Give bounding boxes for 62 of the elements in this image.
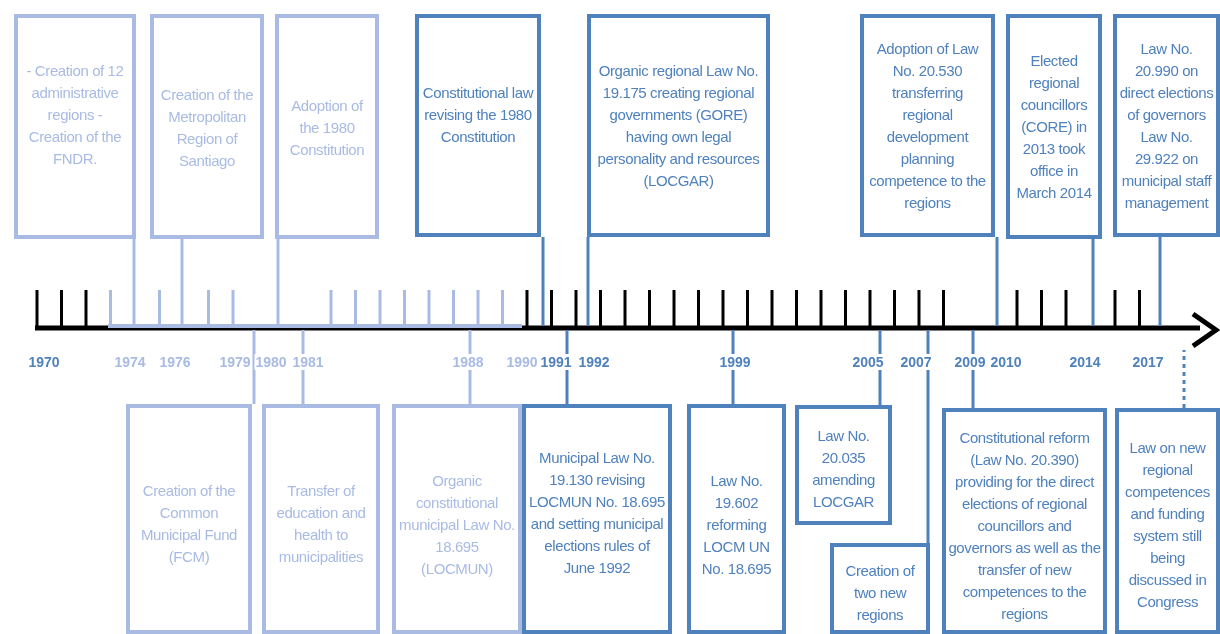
- year-label: 1974: [113, 354, 147, 370]
- year-label: 1992: [577, 354, 611, 370]
- year-label: 1970: [27, 354, 61, 370]
- event-text: Law No. 20.035 amending LOCGAR: [811, 426, 876, 512]
- event-box: [942, 408, 1107, 634]
- connector-line: [926, 330, 930, 543]
- event-box: [126, 404, 252, 634]
- event-text: Constitutional law revising the 1980 Constitution: [421, 83, 535, 147]
- event-text: Organic constitutional municipal Law No. 18.695 (LOCMUN): [398, 471, 516, 579]
- year-label: 2005: [851, 354, 885, 370]
- year-label: 1999: [718, 354, 752, 370]
- event-text: Transfer of education and health to municipalities: [275, 481, 367, 567]
- event-text: Law No. 19.602 reforming LOCM UN No. 18.695: [700, 471, 773, 579]
- event-box: [687, 404, 786, 634]
- event-box: [830, 543, 930, 634]
- year-label: 1991: [539, 354, 573, 370]
- event-box: [522, 404, 672, 634]
- year-label: 1990: [505, 354, 539, 370]
- connector-line: [252, 330, 256, 404]
- connector-line: [1182, 350, 1186, 408]
- event-text: Municipal Law No. 19.130 revising LOCMUN No. 18.695 and setting municipal elections rules of June 1992: [528, 448, 666, 578]
- connector-line: [995, 237, 999, 326]
- year-label: 1979: [218, 354, 252, 370]
- event-box: [795, 405, 892, 525]
- connector-line: [132, 239, 136, 326]
- event-box: [150, 14, 264, 239]
- event-text: Creation of the Metropolitan Region of Santiago: [159, 85, 255, 171]
- year-label: 1988: [451, 354, 485, 370]
- connector-line: [1158, 237, 1162, 326]
- connector-line: [180, 239, 184, 326]
- event-text: Elected regional councillors (CORE) in 2013 took office in March 2014: [1015, 51, 1093, 203]
- event-text: Adoption of Law No. 20.530 transferring regional development planning competence to the regions: [868, 39, 987, 213]
- event-box: [1115, 408, 1220, 634]
- connector-line: [586, 237, 590, 326]
- event-box: [1113, 14, 1220, 237]
- event-text: Creation of two new regions: [844, 561, 916, 625]
- event-box: [1006, 14, 1102, 239]
- event-text: Law on new regional competences and funding system still being discussed in Congress: [1124, 438, 1211, 612]
- event-box: [392, 404, 522, 634]
- connector-line: [541, 237, 545, 326]
- year-label: 1981: [291, 354, 325, 370]
- event-text: Constitutional reform (Law No. 20.390) providing for the direct elections of regional councillors and governors as well as the transfer of new competences to the regions: [948, 428, 1101, 624]
- event-box: [415, 14, 541, 237]
- year-label: 2007: [899, 354, 933, 370]
- event-text: Law No. 20.990 on direct elections of governors Law No. 29.922 on municipal staff management: [1119, 39, 1214, 213]
- connector-line: [276, 239, 280, 326]
- event-box: [275, 14, 379, 239]
- event-box: [587, 14, 770, 237]
- event-text: Adoption of the 1980 Constitution: [288, 96, 366, 160]
- year-label: 2017: [1131, 354, 1165, 370]
- year-label: 2014: [1068, 354, 1102, 370]
- connector-line: [1091, 239, 1095, 326]
- year-label: 2009: [953, 354, 987, 370]
- year-label: 1976: [158, 354, 192, 370]
- event-text: Organic regional Law No. 19.175 creating regional governments (GORE) having own legal personality and resources (LOCGAR): [596, 61, 761, 191]
- event-box: [860, 14, 995, 237]
- year-label: 1980: [254, 354, 288, 370]
- event-box: [14, 14, 136, 239]
- event-text: - Creation of 12 administrative regions - Creation of the FNDR.: [25, 61, 125, 169]
- event-text: Creation of the Common Municipal Fund (FCM): [139, 481, 239, 567]
- event-box: [262, 404, 380, 634]
- year-label: 2010: [989, 354, 1023, 370]
